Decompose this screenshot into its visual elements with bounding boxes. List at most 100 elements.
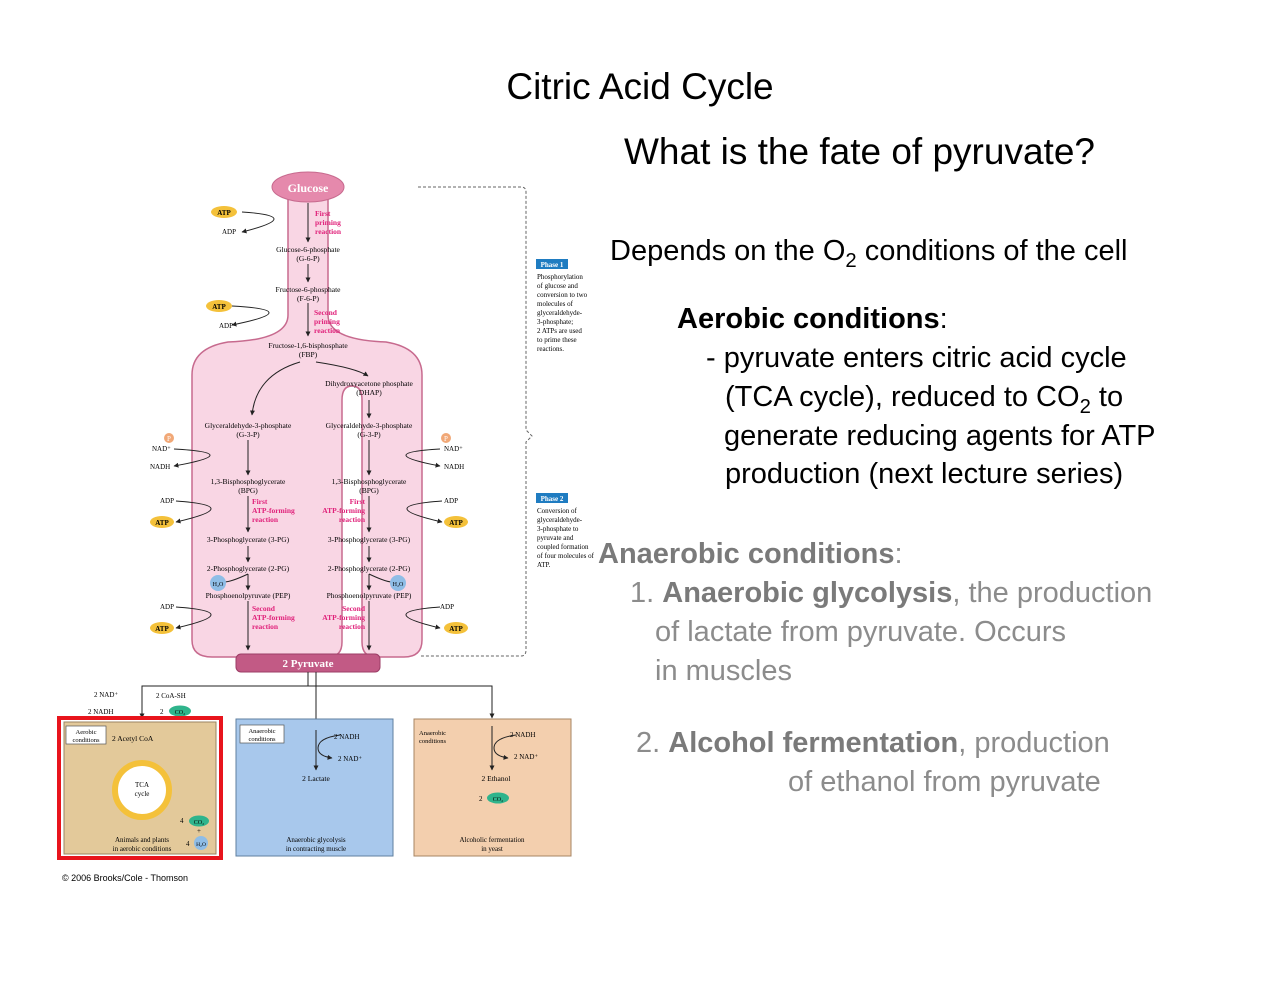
co2-label: CO₂ [175,710,185,716]
glucose-label: Glucose [288,181,329,195]
slide-question: What is the fate of pyruvate? [624,131,1095,172]
phase1-label: Phase 1 [541,261,564,269]
lactate-label: 2 Lactate [302,774,330,783]
svg-text:(F-6-P): (F-6-P) [297,294,320,303]
right-column: P NAD⁺ NADH 1,3-Bisphosphoglycerate (BPG… [322,433,468,651]
svg-text:ATP: ATP [449,519,463,527]
svg-text:NADH: NADH [444,463,464,471]
muscle-label: in contracting muscle [286,845,346,853]
fbp-label: Fructose-1,6-bisphosphate (FBP) [268,341,348,359]
aerobic-line-4: production (next lecture series) [725,458,1124,490]
svg-text:Glyceraldehyde-3-phosphate: Glyceraldehyde-3-phosphate [205,421,292,430]
svg-text:of glucose and: of glucose and [537,282,578,290]
atp-badge [211,206,237,218]
svg-text:2 ATPs are used: 2 ATPs are used [537,327,582,335]
svg-text:H₂O: H₂O [213,582,224,588]
yeast-tag-text: Anaerobic [419,730,446,737]
svg-text:ATP.: ATP. [537,561,551,569]
aerobic-tag-text: Aerobic [76,729,97,736]
nad2-label: 2 NAD⁺ [94,691,118,699]
svg-text:ATP-forming: ATP-forming [322,613,365,622]
co2-badge [169,705,191,717]
anaerobic-tag-text: Anaerobic [248,728,275,735]
atp-label: ATP [217,209,231,217]
adp-label: ADP [219,322,233,330]
co2-label: CO₂ [493,797,503,803]
atp-curve-2 [231,305,270,327]
svg-text:reaction: reaction [252,622,279,631]
h2o-label: H₂O [196,842,206,848]
svg-text:of four molecules of: of four molecules of [537,552,595,560]
svg-text:Phosphorylation: Phosphorylation [537,273,583,281]
aerobic-tag-text: conditions [72,737,100,744]
adp-label: ADP [222,228,236,236]
svg-text:ATP: ATP [449,625,463,633]
co2-label: CO₂ [194,820,204,826]
svg-text:(BPG): (BPG) [359,486,379,495]
anaerobic-item-2-line-2: of ethanol from pyruvate [788,766,1101,798]
svg-text:1,3-Bisphosphoglycerate: 1,3-Bisphosphoglycerate [211,477,286,486]
aerobic-highlight [57,716,223,860]
phase2-label: Phase 2 [541,495,564,503]
pyruvate-label: 2 Pyruvate [282,658,333,670]
svg-text:P: P [167,435,171,443]
svg-text:priming: priming [314,317,340,326]
svg-text:reaction: reaction [339,622,366,631]
anaerobic-heading-text: Anaerobic conditions [598,538,895,570]
svg-text:ADP: ADP [160,497,174,505]
svg-text:(BPG): (BPG) [238,486,258,495]
phase-bracket-1 [418,186,533,657]
svg-text:(FBP): (FBP) [299,350,318,359]
h2o-badge [194,836,208,850]
svg-text:pyruvate and: pyruvate and [537,534,574,542]
svg-text:(DHAP): (DHAP) [356,388,382,397]
svg-text:ATP: ATP [155,625,169,633]
co2-badge [189,815,209,827]
co2-count: 2 [479,795,483,803]
anaerobic-item-1: 1. Anaerobic glycolysis, the production [630,577,1152,610]
second-priming-label: Second priming reaction [314,308,341,335]
glycolysis-figure: Glucose ATP ADP First priming reaction G… [57,171,595,883]
split-arrow-left [249,361,301,416]
animals-label: in aerobic conditions [113,845,172,853]
atp-curve [241,211,275,234]
aerobic-line-3: generate reducing agents for ATP [724,420,1156,452]
svg-text:3-phosphate to: 3-phosphate to [537,525,579,533]
svg-text:ATP-forming: ATP-forming [252,506,295,515]
phase1-badge [536,259,568,269]
svg-text:molecules of: molecules of [537,300,574,308]
aerobic-line-2: (TCA cycle), reduced to CO2 to [725,381,1123,419]
aerobic-line-2-sub: 2 [1079,395,1091,418]
svg-text:ATP: ATP [155,519,169,527]
svg-text:3-phosphate;: 3-phosphate; [537,318,573,326]
depends-line: Depends on the O2 conditions of the cell [610,235,1128,273]
tca-cycle [112,760,172,820]
svg-text:NAD⁺: NAD⁺ [152,445,171,453]
nad-label: 2 NAD⁺ [338,755,362,763]
h2o-count-4: 4 [186,840,190,848]
svg-text:1,3-Bisphosphoglycerate: 1,3-Bisphosphoglycerate [332,477,407,486]
svg-text:Glyceraldehyde-3-phosphate: Glyceraldehyde-3-phosphate [326,421,413,430]
depends-text-end: conditions of the cell [856,235,1128,267]
first-priming-label: First priming reaction [315,209,342,236]
tca-label: TCA [135,781,149,789]
svg-text:glyceraldehyde-: glyceraldehyde- [537,516,583,524]
item-2-rest: , production [958,727,1110,759]
phase1-description: Phosphorylation of glucose and conversio… [537,273,588,353]
split-arrow-right [315,361,369,377]
anaerobic-tag-text: conditions [248,736,276,743]
nadh2-label: 2 NADH [88,708,113,716]
copyright: © 2006 Brooks/Cole - Thomson [62,873,188,883]
muscle-label: Anaerobic glycolysis [286,836,346,844]
svg-text:2-Phosphoglycerate (2-PG): 2-Phosphoglycerate (2-PG) [207,564,290,573]
yeast-label: in yeast [481,845,503,853]
svg-text:reactions.: reactions. [537,345,564,353]
yeast-label: Alcoholic fermentation [459,836,525,844]
svg-text:ADP: ADP [440,603,454,611]
nad-label: 2 NAD⁺ [514,753,538,761]
svg-text:conversion to two: conversion to two [537,291,588,299]
svg-text:Second: Second [342,604,366,613]
co2-count-4: 4 [180,817,184,825]
svg-text:Conversion of: Conversion of [537,507,578,515]
nadh-label: 2 NADH [334,733,359,741]
